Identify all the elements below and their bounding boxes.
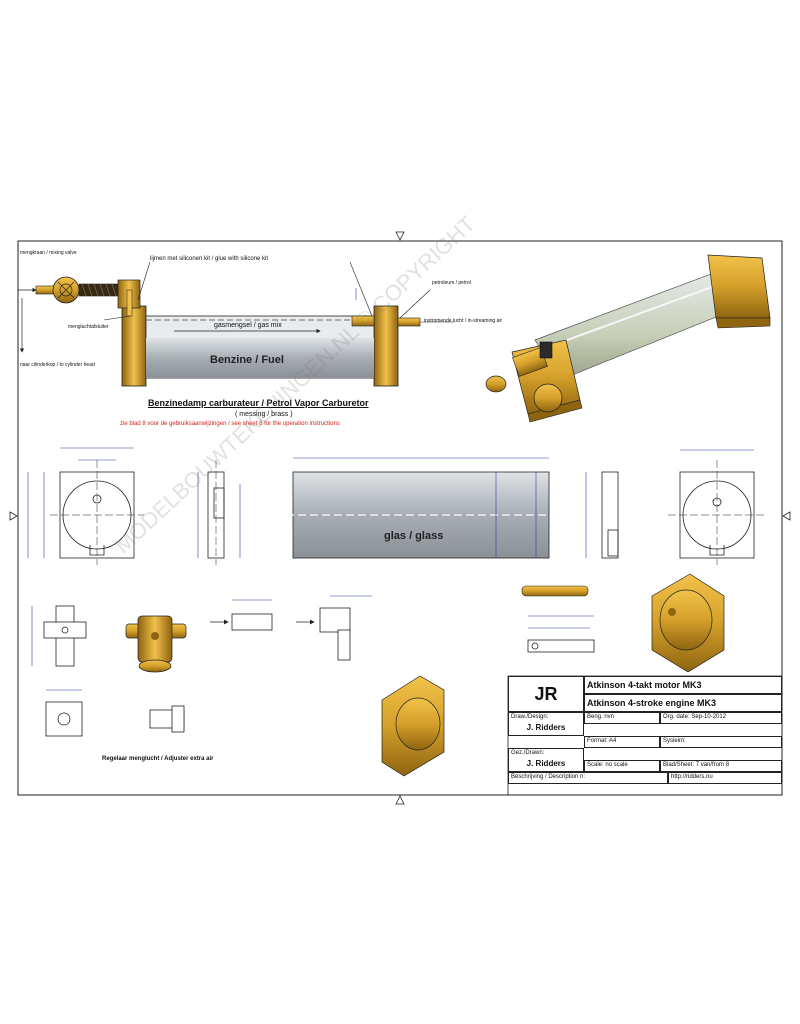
material-label: ( messing / brass ): [235, 411, 293, 418]
main-title: Benzinedamp carburateur / Petrol Vapor C…: [148, 398, 369, 408]
tb-scale: Scale: no scale: [584, 760, 660, 772]
view-end-plate-side: [197, 460, 241, 565]
tb-orig-date: Org. date: Sep-10-2012: [660, 712, 782, 724]
tb-gez-drawn-name: J. Ridders: [508, 758, 584, 772]
label-fill: petroleum / petrol: [432, 280, 471, 286]
label-glass: glas / glass: [384, 530, 444, 542]
center-mark-left: [9, 511, 18, 521]
tb-website: http://ridders.nu: [668, 772, 782, 784]
label-benzine: Benzine / Fuel: [210, 354, 284, 366]
center-mark-bottom: [395, 795, 405, 805]
label-mixing-valve: mengkraan / mixing valve: [20, 250, 77, 256]
sheet-border: [17, 240, 783, 796]
section-view-carburetor: [18, 261, 454, 387]
label-to-cylinder: naar cilinderkop / to cylinder head: [20, 362, 95, 368]
tb-gez-drawn-label: Gez./Drawn:: [508, 748, 584, 758]
tb-draw-design-name: J. Ridders: [508, 722, 584, 736]
center-mark-top: [395, 231, 405, 241]
center-mark-right: [782, 511, 791, 521]
label-gas-mix: gasmengsel / gas mix: [214, 322, 282, 329]
view-regulator: [149, 595, 372, 733]
instructions-note: zie blad 8 voor de gebruiksaanwijzingen …: [120, 421, 340, 427]
label-regulator: Regelaar menglucht / Adjuster extra air: [102, 756, 214, 762]
iso-end-block: [381, 675, 445, 777]
label-glue: lijmen met siliconen kit / glue with sil…: [150, 256, 269, 262]
tb-system: Sysleim:: [660, 736, 782, 748]
tb-title-en: Atkinson 4-stroke engine MK3: [584, 694, 782, 712]
tb-title-nl: Atkinson 4-takt motor MK3: [584, 676, 782, 694]
iso-end-plate: [651, 573, 725, 673]
view-end-plate-left: [27, 447, 144, 565]
tb-description-label: Beschrijving / Description n:: [508, 772, 668, 784]
label-mixed-air: mengluchtafsluiter: [68, 324, 109, 330]
tb-sheet: Blad/Sheet: 7 van/from 8: [660, 760, 782, 772]
view-mixing-block: [31, 605, 87, 737]
tb-draw-design-label: Draw./Design:: [508, 712, 584, 722]
iso-view-assembly: [485, 254, 771, 423]
view-glass-tube: [286, 457, 556, 559]
tb-logo: JR: [508, 676, 584, 712]
view-end-plate-right-side: [585, 471, 619, 559]
view-pin-dims: [527, 615, 595, 653]
view-end-plate-right: [668, 449, 766, 565]
tb-format: Format: A4: [584, 736, 660, 748]
iso-pin: [521, 585, 589, 597]
iso-mixing-valve: [125, 615, 187, 673]
label-tube-vapor: instromende lucht / in-streaming air: [424, 318, 503, 324]
tb-beng: Beng.:nvn: [584, 712, 660, 724]
